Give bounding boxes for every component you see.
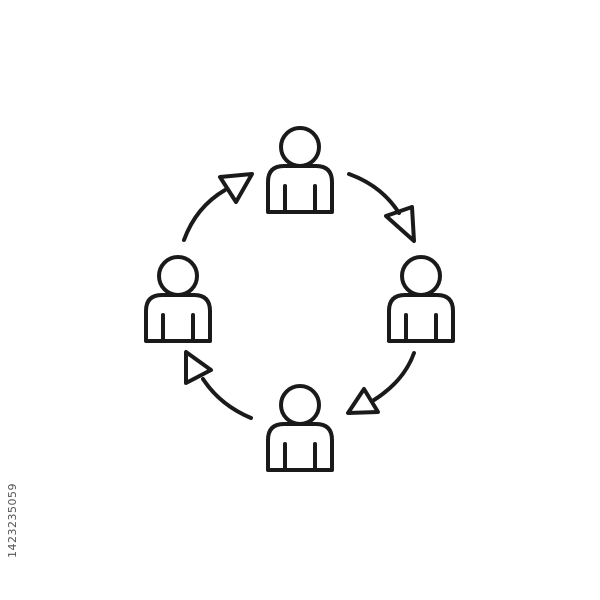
person-left-icon [144, 255, 212, 343]
arrow-up-left-icon [184, 350, 253, 420]
person-top-icon [266, 126, 334, 214]
arrow-down-right-icon [347, 172, 416, 243]
person-bottom-icon [266, 384, 334, 472]
arrow-down-left-icon [346, 351, 416, 415]
person-right-icon [387, 255, 455, 343]
arrow-up-right-icon [182, 172, 254, 242]
stock-image-id: 1423235059 [6, 483, 19, 558]
